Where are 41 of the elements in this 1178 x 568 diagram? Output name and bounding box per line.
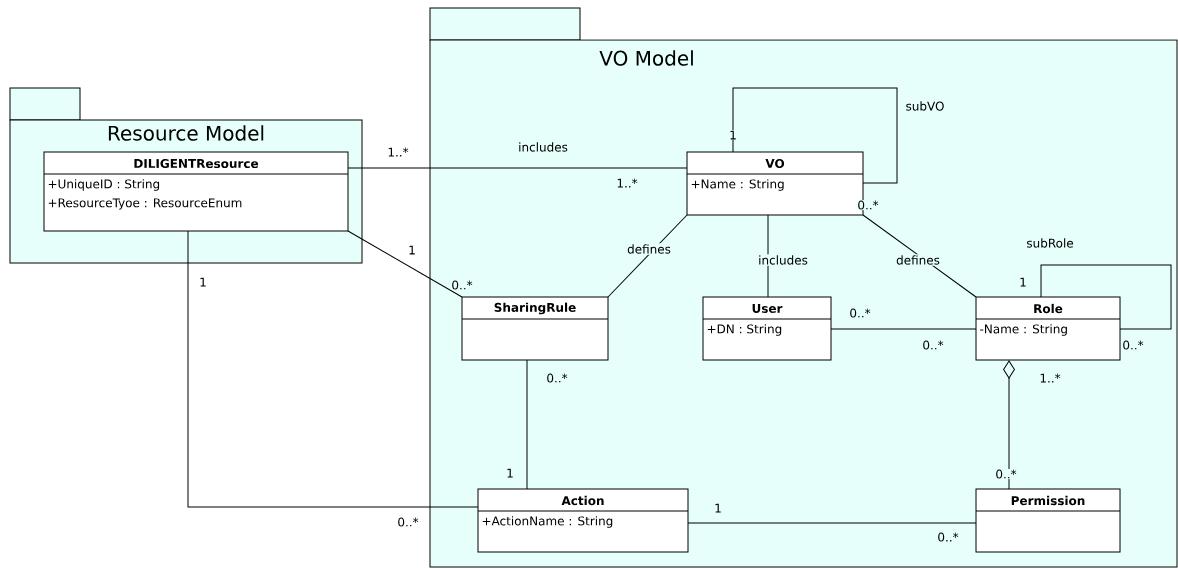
multiplicity-label: 0..* xyxy=(545,372,569,384)
multiplicity-label: 1 xyxy=(728,130,738,140)
association-line xyxy=(607,214,688,298)
class-box: Role -Name : String xyxy=(975,296,1121,361)
multiplicity-label: 0..* xyxy=(856,199,880,211)
edge-label: defines xyxy=(626,243,672,255)
class-box: Permission xyxy=(975,488,1121,553)
multiplicity-label: 0..* xyxy=(398,517,419,527)
edge-label: defines xyxy=(895,254,941,266)
association-line xyxy=(732,87,898,184)
multiplicity-label: 1..* xyxy=(1038,373,1062,383)
association-line xyxy=(1003,360,1015,490)
multiplicity-label: 1..* xyxy=(388,147,409,157)
edge-label: includes xyxy=(757,254,809,266)
association-line xyxy=(830,328,977,330)
multiplicity-label: 1 xyxy=(409,245,415,255)
class-box: DILIGENTResource +UniqueID : String +ResourceTyoe : ResourceEnum xyxy=(43,151,349,232)
class-box: User +DN : String xyxy=(702,296,832,361)
multiplicity-label: 0..* xyxy=(921,339,945,351)
multiplicity-label: 1 xyxy=(505,468,515,478)
multiplicity-label: 0..* xyxy=(848,307,872,319)
association-line xyxy=(687,522,977,524)
association-line xyxy=(862,214,977,298)
association-line xyxy=(347,167,688,169)
multiplicity-label: 0..* xyxy=(450,279,474,291)
association-line xyxy=(187,230,479,508)
edge-label: includes xyxy=(517,141,569,153)
association-line xyxy=(526,359,528,490)
multiplicity-label: 1 xyxy=(200,277,206,287)
class-box: Action +ActionName : String xyxy=(477,488,689,553)
association-line xyxy=(767,214,769,298)
association-line xyxy=(347,230,463,298)
edge-label: subRole xyxy=(1025,237,1075,249)
class-box: SharingRule xyxy=(461,296,609,361)
multiplicity-label: 1 xyxy=(713,503,723,513)
multiplicity-label: 0..* xyxy=(936,531,960,543)
multiplicity-label: 0..* xyxy=(1121,339,1145,351)
multiplicity-label: 1..* xyxy=(615,178,639,188)
edge-label: subVO xyxy=(904,100,946,112)
multiplicity-label: 0..* xyxy=(994,468,1018,480)
association-line xyxy=(1040,264,1172,330)
